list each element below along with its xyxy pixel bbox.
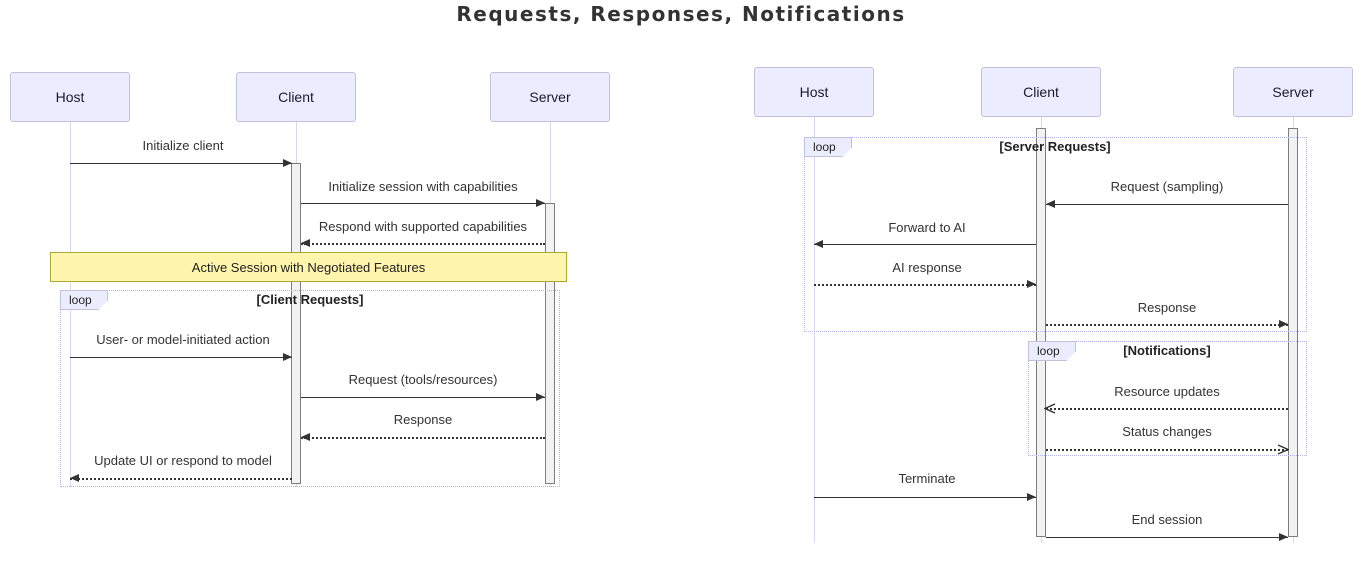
message-label: Update UI or respond to model — [94, 453, 272, 468]
arrowhead-left-icon — [301, 433, 310, 441]
arrow-line — [301, 437, 545, 439]
actor-client: Client — [981, 67, 1101, 117]
arrow-line — [814, 244, 1036, 245]
loop-server-requests — [804, 137, 1307, 332]
loop-tab: loop — [804, 137, 852, 157]
message-label: Respond with supported capabilities — [318, 219, 528, 234]
message-label: Status changes — [1122, 424, 1212, 439]
arrowhead-right-icon — [1027, 280, 1036, 288]
message-label: Initialize session with capabilities — [328, 179, 518, 194]
arrowhead-right-icon — [283, 353, 292, 361]
message-label: Forward to AI — [888, 220, 966, 235]
message-label: Request (sampling) — [1110, 179, 1224, 194]
actor-server: Server — [490, 72, 610, 122]
arrow-line — [1046, 537, 1288, 538]
arrowhead-right-icon — [1279, 320, 1288, 328]
arrowhead-right-icon — [283, 159, 292, 167]
loop-tab: loop — [1028, 341, 1076, 361]
message-label: AI response — [892, 260, 962, 275]
arrowhead-right-icon — [1027, 493, 1036, 501]
actor-label: Host — [799, 84, 829, 100]
message-label: Request (tools/resources) — [348, 372, 498, 387]
loop-condition: [Server Requests] — [999, 139, 1111, 154]
activation-server — [545, 203, 555, 484]
open-arrowhead-left-icon — [1044, 403, 1056, 414]
activation-server — [1288, 128, 1298, 537]
message-label: Response — [393, 412, 453, 427]
message-label: Resource updates — [1114, 384, 1220, 399]
message-label: Response — [1137, 300, 1197, 315]
note-active-session: Active Session with Negotiated Features — [50, 252, 567, 282]
arrow-line — [70, 163, 292, 164]
actor-label: Server — [1272, 84, 1314, 100]
arrowhead-right-icon — [1279, 533, 1288, 541]
message-label: Terminate — [898, 471, 956, 486]
arrowhead-right-icon — [536, 199, 545, 207]
note-label: Active Session with Negotiated Features — [191, 259, 426, 275]
arrow-line — [814, 497, 1036, 498]
actor-label: Server — [529, 89, 571, 105]
arrow-line — [70, 357, 292, 358]
message-label: Initialize client — [142, 138, 224, 153]
page-title: Requests, Responses, Notifications — [456, 2, 906, 26]
actor-label: Host — [55, 89, 85, 105]
loop-condition: [Notifications] — [1123, 343, 1211, 358]
arrow-line — [1046, 408, 1288, 410]
activation-client — [1036, 128, 1046, 537]
open-arrowhead-right-icon — [1277, 444, 1289, 455]
loop-client-requests — [60, 290, 560, 487]
actor-server: Server — [1233, 67, 1353, 117]
activation-client — [291, 163, 301, 484]
arrowhead-left-icon — [814, 240, 823, 248]
actor-label: Client — [278, 89, 314, 105]
actor-host: Host — [10, 72, 130, 122]
actor-label: Client — [1023, 84, 1059, 100]
arrowhead-right-icon — [536, 393, 545, 401]
arrow-line — [814, 284, 1036, 286]
message-label: User- or model-initiated action — [96, 332, 270, 347]
arrow-line — [301, 397, 545, 398]
arrowhead-left-icon — [1046, 200, 1055, 208]
arrow-line — [301, 203, 545, 204]
loop-notifications — [1028, 341, 1307, 456]
actor-client: Client — [236, 72, 356, 122]
arrow-line — [1046, 324, 1288, 326]
lifeline-host — [814, 117, 815, 543]
loop-condition: [Client Requests] — [256, 292, 364, 307]
arrowhead-left-icon — [301, 239, 310, 247]
arrow-line — [70, 478, 292, 480]
arrowhead-left-icon — [70, 474, 79, 482]
arrow-line — [1046, 449, 1288, 451]
actor-host: Host — [754, 67, 874, 117]
message-label: End session — [1131, 512, 1203, 527]
loop-tab: loop — [60, 290, 108, 310]
arrow-line — [301, 243, 545, 245]
arrow-line — [1046, 204, 1288, 205]
